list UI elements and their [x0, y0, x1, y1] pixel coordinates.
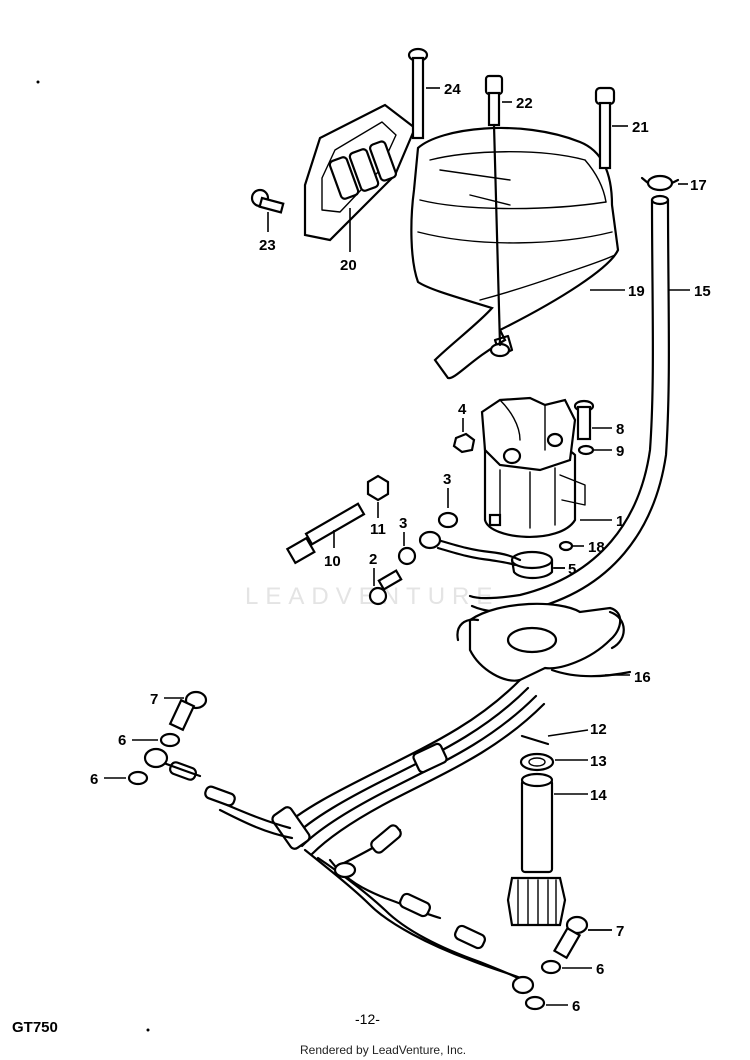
bolt-22 [484, 74, 512, 347]
part-label-8: 8 [616, 421, 624, 438]
watermark-text: LEADVENTURE [245, 583, 499, 610]
bolt-21 [594, 86, 628, 170]
part-label-4: 4 [458, 401, 467, 418]
washer-6a [132, 732, 181, 748]
model-code: GT750 [12, 1019, 58, 1036]
lead-wire [418, 530, 522, 567]
part-label-2: 2 [369, 551, 377, 568]
coil-bracket [303, 103, 417, 242]
screw-7a [164, 690, 208, 732]
part-label-11: 11 [370, 521, 386, 538]
washer-3b [397, 532, 417, 566]
drive-shaft-14 [506, 772, 588, 927]
part-label-6b: 6 [90, 771, 98, 788]
pin-12 [520, 729, 589, 746]
distributor-1 [480, 396, 612, 539]
part-label-3a: 3 [443, 471, 451, 488]
washer-6b [104, 770, 149, 786]
part-label-20: 20 [340, 257, 357, 274]
part-label-22: 22 [516, 95, 533, 112]
part-label-3b: 3 [399, 515, 407, 532]
adjuster-bolt-10 [285, 502, 366, 565]
washer-6d [524, 995, 568, 1011]
washer-13 [519, 752, 588, 772]
ignition-coil-cover [410, 126, 620, 380]
part-label-6d: 6 [572, 998, 580, 1015]
render-credit: Rendered by LeadVenture, Inc. [300, 1043, 466, 1057]
part-label-7a: 7 [150, 691, 158, 708]
screw-23 [250, 188, 285, 232]
nut-11 [366, 474, 390, 518]
part-label-14: 14 [590, 787, 607, 804]
part-label-6a: 6 [118, 732, 126, 749]
bolt-24 [407, 47, 440, 140]
washer-9 [577, 444, 612, 456]
screw-7b [552, 915, 612, 960]
washer-18 [558, 540, 584, 552]
part-label-5: 5 [568, 561, 576, 578]
part-label-12: 12 [590, 721, 607, 738]
part-label-18: 18 [588, 539, 605, 556]
washer-3a [437, 488, 459, 529]
part-label-10: 10 [324, 553, 341, 570]
part-label-9: 9 [616, 443, 624, 460]
part-label-17: 17 [690, 177, 707, 194]
part-label-7b: 7 [616, 923, 624, 940]
washer-6c [540, 959, 592, 975]
screw-2 [368, 568, 403, 606]
part-label-19: 19 [628, 283, 645, 300]
part-label-15: 15 [694, 283, 711, 300]
part-label-24: 24 [444, 81, 461, 98]
print-speck [146, 1028, 150, 1032]
screw-8 [573, 399, 612, 441]
part-label-1: 1 [616, 513, 624, 530]
part-label-6c: 6 [596, 961, 604, 978]
part-label-23: 23 [259, 237, 276, 254]
clamp-17 [640, 174, 688, 192]
nut-4 [452, 418, 476, 454]
wire-harness-16 [143, 602, 632, 995]
page-number: -12- [355, 1011, 380, 1027]
shaft-base-5 [510, 550, 565, 580]
part-label-13: 13 [590, 753, 607, 770]
part-label-21: 21 [632, 119, 649, 136]
print-speck [36, 80, 40, 84]
part-label-16: 16 [634, 669, 651, 686]
